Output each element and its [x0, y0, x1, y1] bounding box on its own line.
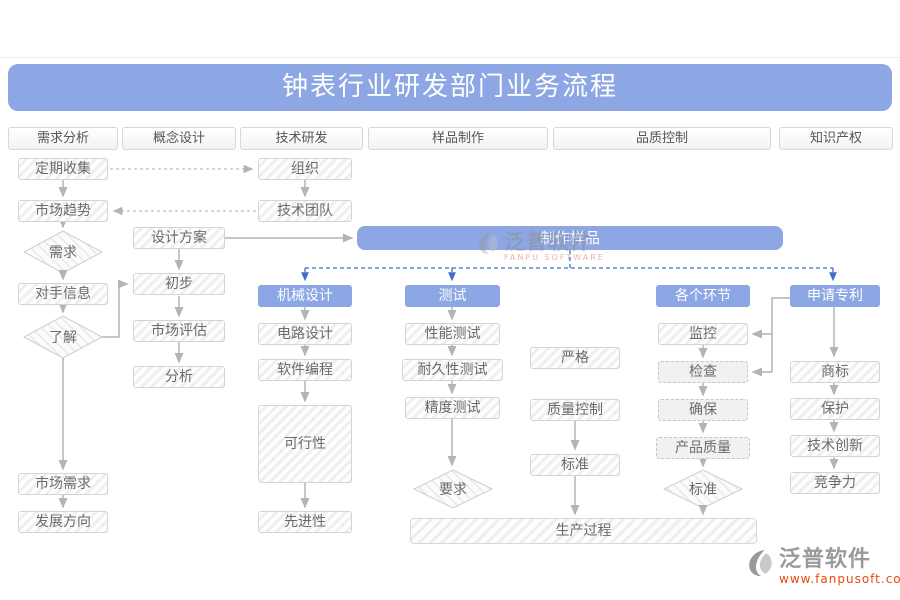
- node-demand-diamond: 需求: [49, 245, 77, 261]
- vendor-logo-icon: [749, 550, 772, 576]
- node-understand-diamond: 了解: [49, 330, 77, 346]
- page-title: 钟表行业研发部门业务流程: [8, 64, 892, 111]
- vendor-brand-name: 泛普软件: [779, 547, 872, 572]
- node-standard-box: 标准: [530, 454, 620, 476]
- node-design-plan: 设计方案: [133, 227, 225, 249]
- watermark: 泛普软件 FANPU SOFTWARE: [478, 231, 605, 262]
- column-header-sample-making: 样品制作: [368, 127, 548, 150]
- node-market-demand: 市场需求: [18, 473, 108, 495]
- top-divider: [0, 57, 900, 58]
- watermark-logo-icon: [479, 232, 498, 254]
- diamond-requirement: [412, 469, 494, 509]
- column-header-tech-rnd: 技术研发: [240, 127, 363, 150]
- node-feasibility: 可行性: [258, 405, 352, 483]
- node-strict: 严格: [530, 347, 620, 369]
- node-mechanical-design: 机械设计: [258, 285, 352, 307]
- node-durability-test: 耐久性测试: [402, 359, 503, 381]
- node-standard-diamond: 标准: [689, 482, 717, 498]
- node-make-sample-bar: 制作样品: [357, 226, 783, 250]
- node-production-process-bar: 生产过程: [410, 518, 757, 544]
- node-market-trend: 市场趋势: [18, 200, 108, 222]
- node-inspect: 检查: [658, 361, 748, 383]
- node-development-direction: 发展方向: [18, 511, 108, 533]
- node-collect-regularly: 定期收集: [18, 158, 108, 180]
- node-quality-control: 质量控制: [530, 399, 620, 421]
- node-apply-patent: 申请专利: [790, 285, 880, 307]
- node-competitiveness: 竞争力: [790, 472, 880, 494]
- node-protection: 保护: [790, 398, 880, 420]
- node-tech-team: 技术团队: [258, 200, 352, 222]
- vendor-url: www.fanpusoft.com: [779, 572, 900, 586]
- node-advancement: 先进性: [258, 511, 352, 533]
- node-ensure: 确保: [658, 399, 748, 421]
- node-competitor-info: 对手信息: [18, 283, 108, 305]
- node-preliminary: 初步: [133, 273, 225, 295]
- column-header-intellectual-property: 知识产权: [779, 127, 893, 150]
- node-performance-test: 性能测试: [405, 323, 500, 345]
- node-precision-test: 精度测试: [405, 397, 500, 419]
- node-market-evaluation: 市场评估: [133, 320, 225, 342]
- node-tech-innovation: 技术创新: [790, 435, 880, 457]
- vendor-logo: 泛普软件 www.fanpusoft.com: [748, 548, 900, 586]
- node-test: 测试: [405, 285, 500, 307]
- node-trademark: 商标: [790, 361, 880, 383]
- node-organize: 组织: [258, 158, 352, 180]
- column-header-concept-design: 概念设计: [122, 127, 236, 150]
- column-header-requirements-analysis: 需求分析: [8, 127, 118, 150]
- node-analysis: 分析: [133, 366, 225, 388]
- node-monitor: 监控: [658, 323, 748, 345]
- node-requirement-diamond: 要求: [439, 482, 467, 498]
- node-product-quality: 产品质量: [656, 437, 750, 459]
- watermark-subtitle: FANPU SOFTWARE: [504, 253, 605, 262]
- node-software-programming: 软件编程: [258, 359, 352, 381]
- node-circuit-design: 电路设计: [258, 323, 352, 345]
- watermark-brand: 泛普软件: [504, 230, 592, 254]
- column-header-quality-control: 品质控制: [553, 127, 771, 150]
- node-each-link: 各个环节: [656, 285, 750, 307]
